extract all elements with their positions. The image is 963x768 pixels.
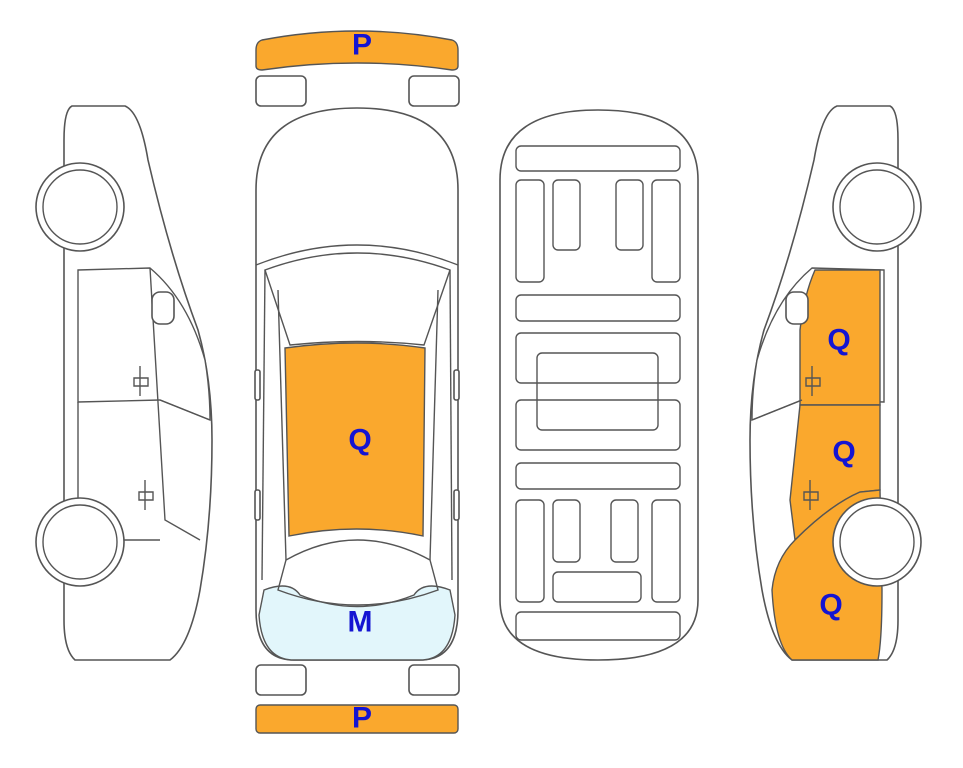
windshield — [264, 252, 451, 346]
front-bumper-marker: P — [352, 29, 372, 62]
right-side-view — [749, 105, 922, 661]
rear-window-panel — [258, 585, 456, 661]
rear-right-light — [408, 664, 460, 696]
rear-bumper-marker: P — [352, 702, 372, 735]
right-mirror — [785, 291, 809, 325]
right-front-door-marker: Q — [827, 324, 850, 357]
left-front-door-handle-icon — [133, 366, 149, 396]
top-view — [254, 30, 460, 734]
right-front-door-handle-icon — [805, 366, 821, 396]
rear-bumper-panel — [255, 704, 459, 734]
front-left-light — [255, 75, 307, 107]
front-bumper-panel — [255, 30, 459, 71]
left-side-window — [77, 267, 211, 422]
right-front-wheel — [832, 162, 922, 252]
roof-marker: Q — [348, 424, 371, 457]
roof-panel — [284, 342, 426, 537]
left-rear-wheel — [35, 497, 125, 587]
rear-left-light — [255, 664, 307, 696]
right-rear-quarter-marker: Q — [819, 589, 842, 622]
underside-view — [499, 109, 699, 661]
left-front-wheel — [35, 162, 125, 252]
front-right-light — [408, 75, 460, 107]
left-side-view — [35, 105, 213, 661]
underside-outline — [499, 109, 699, 661]
right-rear-door-marker: Q — [832, 436, 855, 469]
left-rear-door-handle-icon — [138, 480, 154, 510]
left-mirror — [151, 291, 175, 325]
right-rear-door-handle-icon — [803, 480, 819, 510]
right-rear-wheel — [832, 497, 922, 587]
rear-window-marker: M — [348, 606, 373, 639]
